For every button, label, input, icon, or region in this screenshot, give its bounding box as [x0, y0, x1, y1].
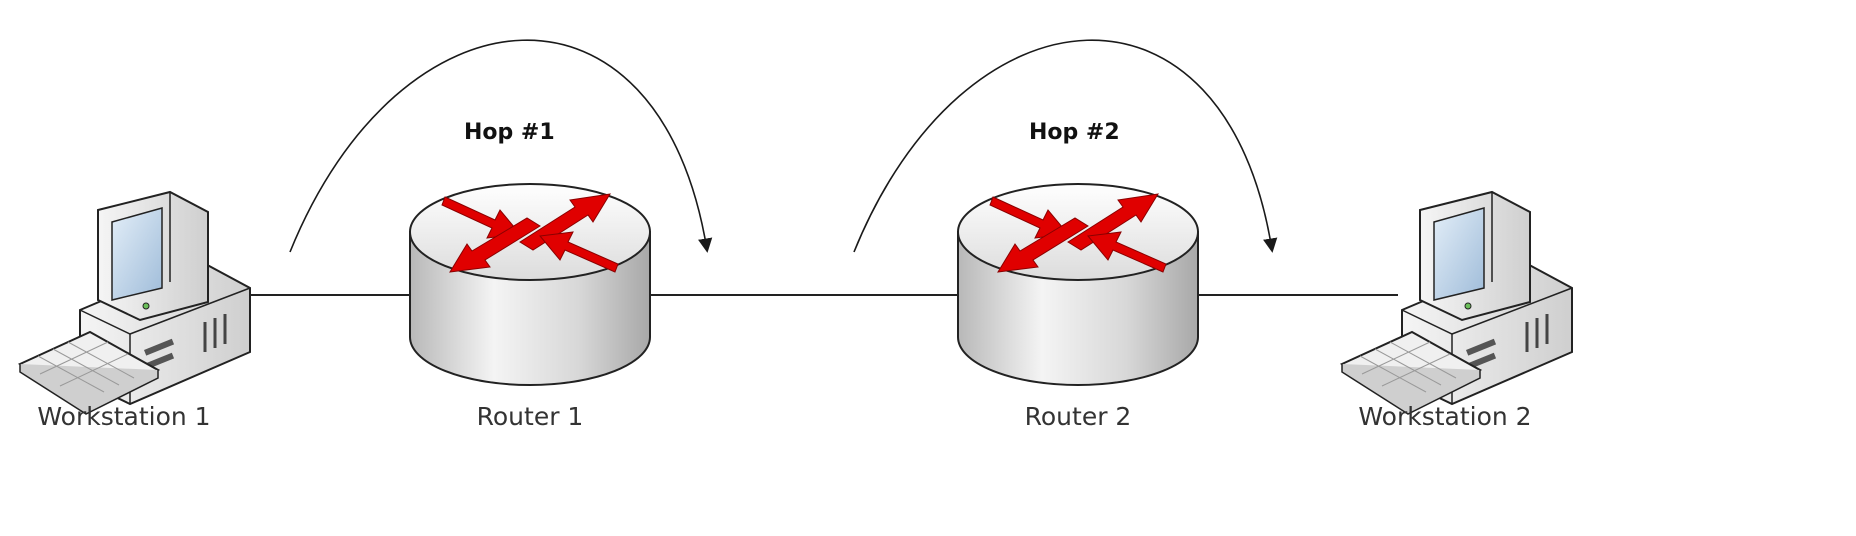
hop-1-label: Hop #1: [464, 120, 555, 145]
hop-2-label: Hop #2: [1029, 120, 1120, 145]
router-1-label: Router 1: [476, 402, 584, 431]
router-2-icon: [957, 183, 1199, 386]
hop-2-arrow-icon: [853, 39, 1278, 253]
workstation-1-icon: [18, 190, 252, 416]
router-2-label: Router 2: [1024, 402, 1132, 431]
workstation-2-icon: [1340, 190, 1574, 416]
workstation-1-label: Workstation 1: [37, 402, 211, 431]
hop-1-arrow-icon: [289, 39, 713, 253]
router-1-icon: [409, 183, 651, 386]
workstation-2-label: Workstation 2: [1358, 402, 1532, 431]
